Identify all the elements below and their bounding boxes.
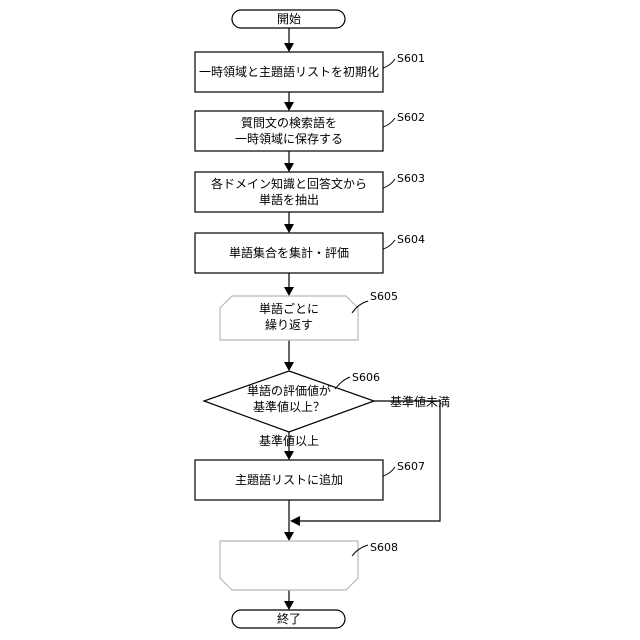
arrowhead-s601 (284, 43, 294, 52)
leader-s607 (383, 467, 395, 476)
process-s604: 単語集合を集計・評価 S604 (195, 233, 425, 273)
leader-s606 (335, 377, 350, 389)
step-id-s604: S604 (397, 233, 425, 246)
arrowhead-s604 (284, 224, 294, 233)
step-id-s608: S608 (370, 541, 398, 554)
step-id-s601: S601 (397, 52, 425, 65)
step-id-s606: S606 (352, 371, 380, 384)
process-s602: 質問文の検索語を 一時領域に保存する S602 (195, 111, 425, 151)
branch-no-label: 基準値未満 (390, 394, 450, 409)
loop-start-s605-line-1: 単語ごとに (259, 301, 319, 316)
arrowhead-s606 (284, 362, 294, 371)
arrowhead-s603 (284, 163, 294, 172)
leader-s604 (383, 240, 395, 249)
decision-s606-line-1: 単語の評価値が (247, 383, 331, 398)
process-s601-line-1: 一時領域と主題語リストを初期化 (199, 64, 379, 79)
leader-s602 (383, 118, 395, 127)
loop-end-s608: S608 (220, 541, 398, 590)
process-s607-line-1: 主題語リストに追加 (235, 472, 343, 487)
loop-start-s605-line-2: 繰り返す (265, 318, 313, 332)
decision-s606-line-2: 基準値以上？ (253, 399, 325, 414)
loop-end-s608-shape (220, 541, 358, 590)
step-id-s602: S602 (397, 111, 425, 124)
process-s603-line-2: 単語を抽出 (259, 192, 319, 207)
step-id-s605: S605 (370, 290, 398, 303)
start-label: 開始 (277, 12, 301, 26)
leader-s603 (383, 179, 395, 188)
arrowhead-s607 (284, 451, 294, 460)
arrowhead-s605 (284, 287, 294, 296)
loop-start-s605: 単語ごとに 繰り返す S605 (220, 290, 398, 340)
start-terminal: 開始 (232, 10, 345, 28)
process-s602-line-2: 一時領域に保存する (235, 131, 343, 146)
process-s604-line-1: 単語集合を集計・評価 (229, 245, 349, 260)
arrowhead-s608 (284, 532, 294, 541)
end-terminal: 終了 (232, 610, 345, 628)
leader-s601 (383, 59, 395, 68)
step-id-s607: S607 (397, 460, 425, 473)
branch-yes-label: 基準値以上 (259, 433, 319, 448)
arrowhead-merge (290, 516, 300, 526)
process-s602-line-1: 質問文の検索語を (241, 115, 337, 130)
process-s601: 一時領域と主題語リストを初期化 S601 (195, 52, 425, 92)
step-id-s603: S603 (397, 172, 425, 185)
arrowhead-s602 (284, 102, 294, 111)
end-label: 終了 (277, 611, 301, 626)
process-s603-line-1: 各ドメイン知識と回答文から (211, 176, 367, 191)
process-s603: 各ドメイン知識と回答文から 単語を抽出 S603 (195, 172, 425, 212)
process-s607: 主題語リストに追加 S607 (195, 460, 425, 500)
decision-s606: 単語の評価値が 基準値以上？ S606 (204, 371, 380, 432)
arrowhead-end (284, 601, 294, 610)
